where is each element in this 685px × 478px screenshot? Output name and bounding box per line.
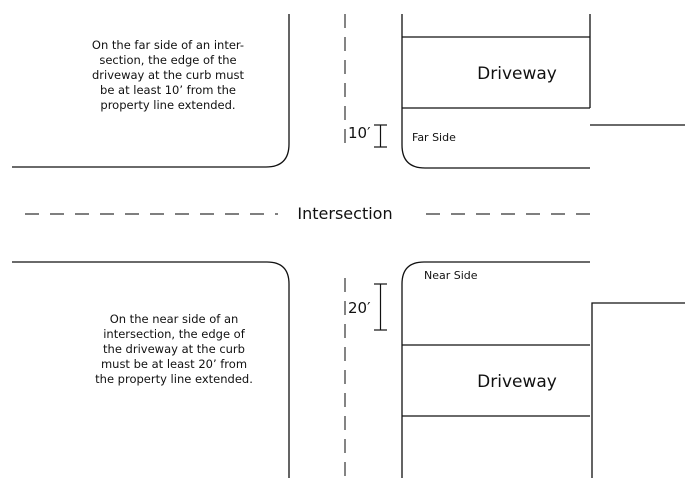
near-side-note-line: must be at least 20’ from <box>100 357 248 371</box>
far-side-label: Far Side <box>412 131 456 144</box>
near-side-note: On the near side of an intersection, the… <box>84 312 264 387</box>
near-side-note-line: intersection, the edge of <box>103 327 245 341</box>
far-side-note-line: be at least 10’ from the <box>100 83 236 97</box>
curb-lower-left <box>12 261 290 478</box>
far-side-note: On the far side of an inter- section, th… <box>78 38 258 113</box>
intersection-label: Intersection <box>297 204 392 223</box>
far-side-note-line: driveway at the curb must <box>91 68 245 82</box>
dimension-label-20: 20′ <box>348 299 371 317</box>
near-side-note-line: the driveway at the curb <box>103 342 245 356</box>
driveway-label-bottom: Driveway <box>477 372 557 392</box>
curb-lower-right <box>401 261 590 478</box>
dimension-label-10: 10′ <box>348 124 371 142</box>
far-side-note-line: section, the edge of the <box>99 53 237 67</box>
property-line-lower <box>591 302 685 478</box>
curb-upper-left <box>12 14 290 168</box>
far-side-note-line: property line extended. <box>100 98 236 112</box>
near-side-note-line: the property line extended. <box>95 372 253 386</box>
curb-upper-right <box>401 14 590 169</box>
near-side-note-line: On the near side of an <box>109 312 239 326</box>
far-side-note-line: On the far side of an inter- <box>91 38 245 52</box>
near-side-label: Near Side <box>424 269 478 282</box>
dimension-bracket-20 <box>374 283 387 331</box>
driveway-label-top: Driveway <box>477 64 557 84</box>
dimension-bracket-10 <box>374 124 387 148</box>
